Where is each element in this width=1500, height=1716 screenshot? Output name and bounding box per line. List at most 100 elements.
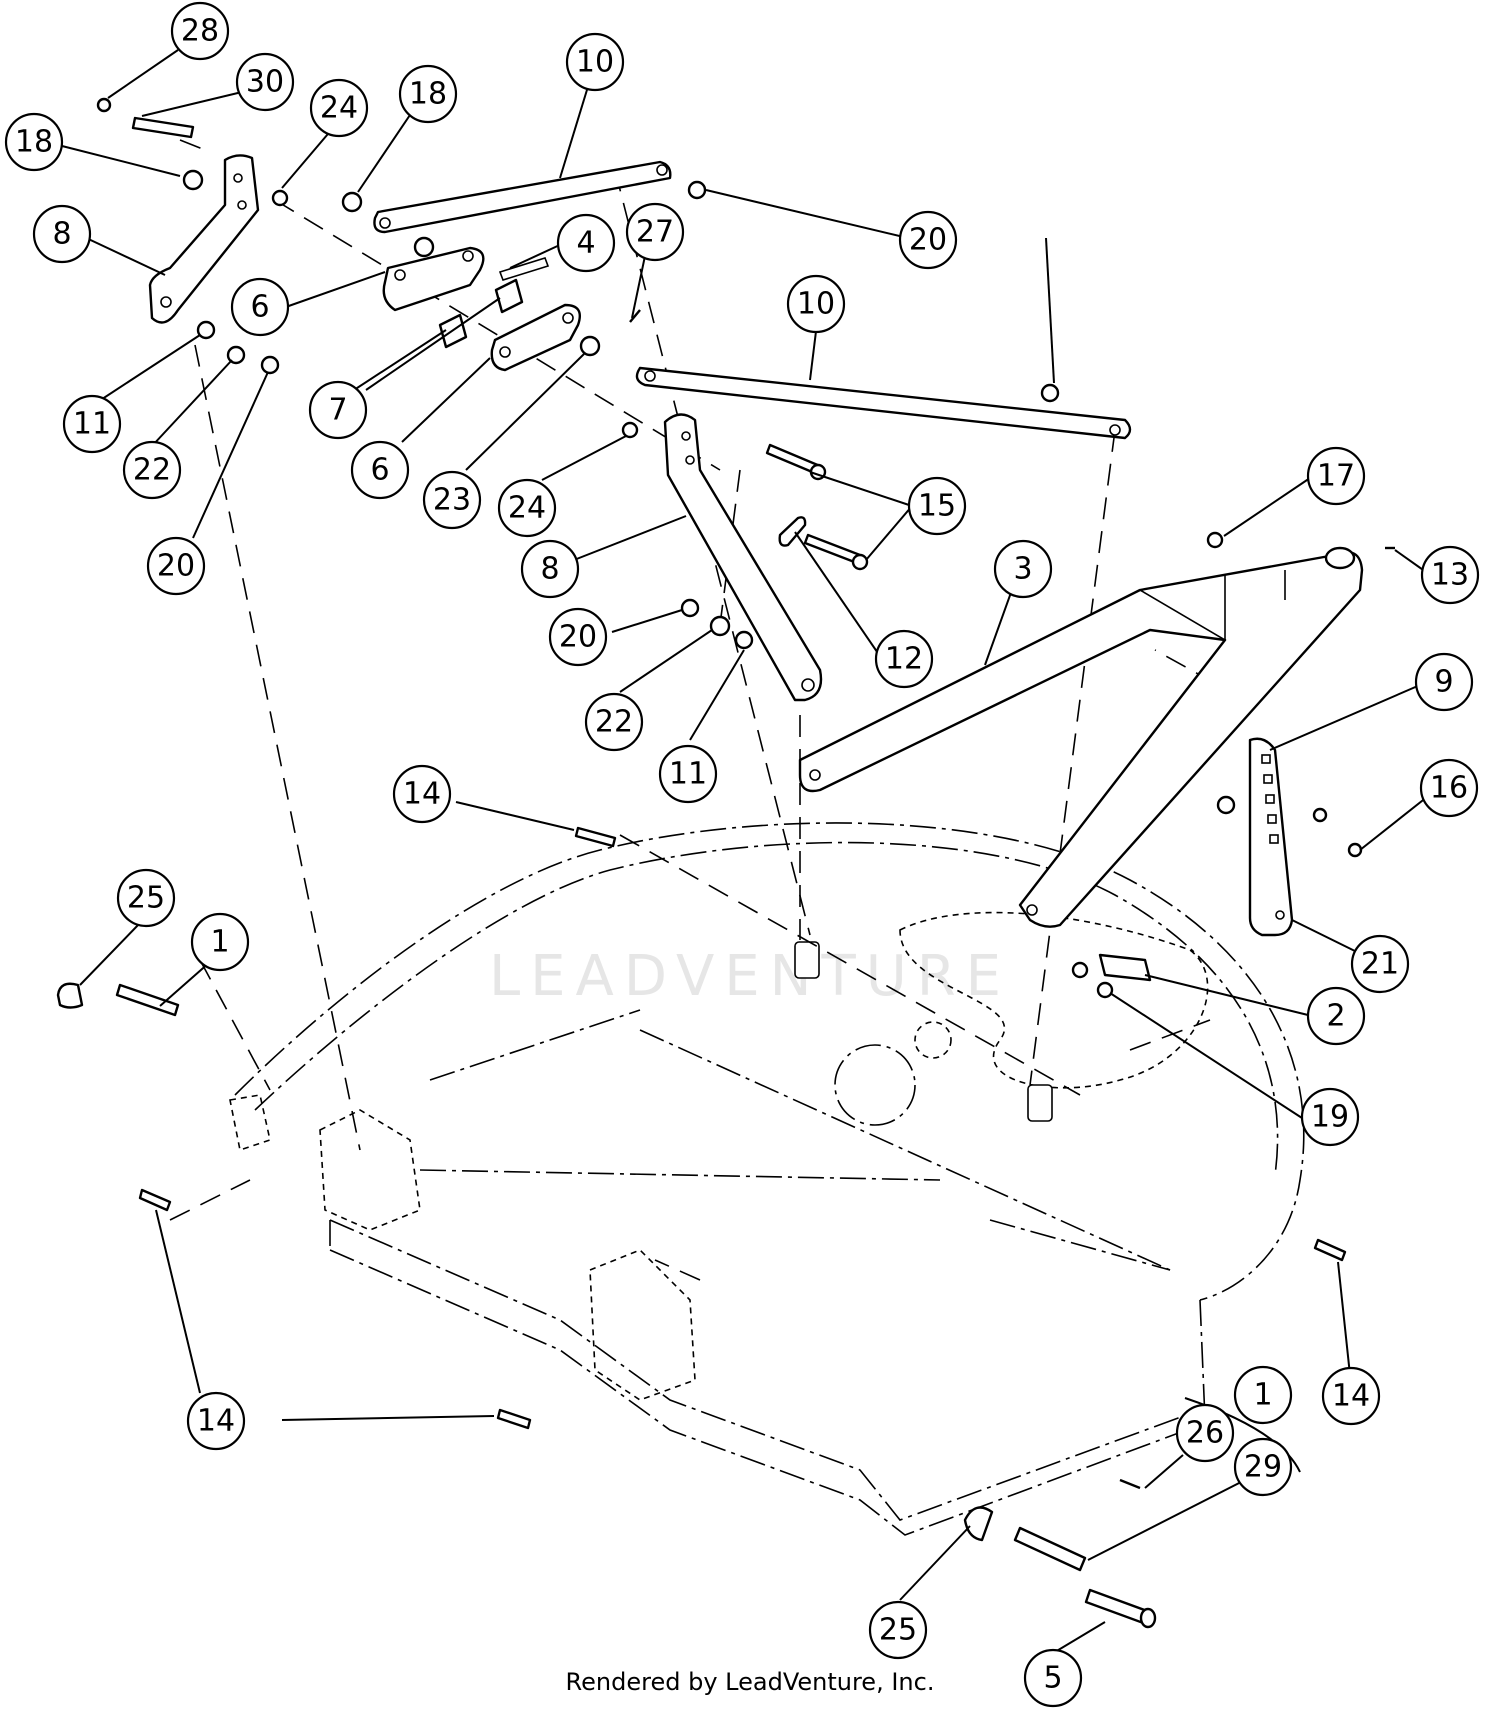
svg-text:27: 27: [636, 215, 674, 250]
part-plate-9: [1248, 737, 1294, 937]
part-nut-20-right: [1040, 383, 1060, 403]
callout-24: 24: [497, 478, 557, 538]
svg-text:22: 22: [133, 453, 171, 488]
callout-22: 22: [584, 692, 644, 752]
callout-6: 6: [350, 440, 410, 500]
svg-text:10: 10: [797, 287, 835, 322]
svg-text:25: 25: [879, 1613, 917, 1648]
svg-text:28: 28: [181, 14, 219, 49]
svg-text:5: 5: [1043, 1661, 1062, 1696]
part-washer-22-left: [226, 345, 246, 365]
part-washer-24-top: [271, 189, 289, 207]
svg-text:6: 6: [250, 290, 269, 325]
svg-text:14: 14: [197, 1404, 235, 1439]
part-link-10-upper: [373, 160, 672, 234]
part-washer-23: [579, 335, 601, 357]
part-spacer-11-left: [196, 320, 216, 340]
callout-13: 13: [1420, 545, 1480, 605]
svg-text:11: 11: [73, 407, 111, 442]
svg-text:8: 8: [52, 217, 71, 252]
svg-text:14: 14: [403, 777, 441, 812]
part-link-10-lower: [635, 366, 1132, 440]
callout-18: 18: [398, 64, 458, 124]
part-plate-6-lower: [490, 303, 582, 372]
part-nut-18-left: [182, 169, 204, 191]
part-pin-5: [1084, 1588, 1157, 1629]
callout-15: 15: [907, 476, 967, 536]
callout-3: 3: [993, 539, 1053, 599]
part-washer-22-center: [709, 615, 731, 637]
part-washer-24-mid: [621, 421, 639, 439]
svg-text:17: 17: [1317, 459, 1355, 494]
svg-text:11: 11: [669, 757, 707, 792]
svg-text:13: 13: [1431, 558, 1469, 593]
svg-text:23: 23: [433, 483, 471, 518]
svg-text:1: 1: [1253, 1378, 1272, 1413]
callout-6: 6: [230, 277, 290, 337]
part-bolt-16: [1312, 807, 1328, 823]
svg-text:14: 14: [1332, 1379, 1370, 1414]
part-bolt-14-left: [138, 1188, 172, 1212]
callout-8: 8: [520, 539, 580, 599]
part-bolt-15: [765, 443, 869, 571]
svg-text:8: 8: [540, 552, 559, 587]
callout-17: 17: [1306, 446, 1366, 506]
callout-16: 16: [1419, 758, 1479, 818]
callout-14: 14: [186, 1391, 246, 1451]
part-clip-25-right: [963, 1506, 994, 1542]
svg-text:20: 20: [157, 549, 195, 584]
part-link-12: [778, 516, 807, 547]
part-nut-20-center: [680, 598, 700, 618]
callout-20: 20: [898, 210, 958, 270]
svg-text:24: 24: [508, 491, 546, 526]
callout-7: 7: [308, 380, 368, 440]
callout-10: 10: [786, 274, 846, 334]
svg-text:1: 1: [210, 925, 229, 960]
callout-20: 20: [548, 607, 608, 667]
part-pin-4: [498, 257, 550, 281]
svg-text:6: 6: [370, 453, 389, 488]
part-cotter-26: [1119, 1478, 1141, 1490]
callout-11: 11: [62, 394, 122, 454]
part-pin-29: [1013, 1526, 1087, 1572]
callout-30: 30: [235, 52, 295, 112]
part-nut-20-left: [260, 355, 280, 375]
callout-12: 12: [874, 629, 934, 689]
svg-text:20: 20: [909, 223, 947, 258]
svg-text:16: 16: [1430, 771, 1468, 806]
callout-28: 28: [170, 1, 230, 61]
part-plate-6-upper: [382, 246, 485, 312]
callout-24: 24: [309, 78, 369, 138]
callout-5: 5: [1023, 1648, 1083, 1708]
part-hitch-frame-3: [798, 546, 1364, 928]
part-pin-30: [96, 97, 195, 139]
part-cotter-27: [629, 309, 641, 323]
svg-text:2: 2: [1326, 999, 1345, 1034]
part-bolt-14-top: [574, 826, 617, 848]
part-pin-1-left: [56, 982, 180, 1017]
callout-25: 25: [868, 1600, 928, 1660]
svg-text:18: 18: [15, 125, 53, 160]
part-nut-21: [1216, 795, 1236, 815]
watermark-text: LEADVENTURE: [489, 944, 1011, 1009]
callout-1: 1: [1233, 1365, 1293, 1425]
svg-text:7: 7: [328, 393, 347, 428]
callout-2: 2: [1306, 986, 1366, 1046]
svg-text:21: 21: [1361, 947, 1399, 982]
callout-11: 11: [658, 744, 718, 804]
part-spacer-11-center: [734, 630, 754, 650]
callout-27: 27: [625, 202, 685, 262]
leader-lines: [61, 49, 1433, 1653]
svg-text:4: 4: [576, 226, 595, 261]
part-washer: [413, 236, 435, 258]
callout-18: 18: [4, 112, 64, 172]
svg-text:29: 29: [1244, 1450, 1282, 1485]
svg-text:30: 30: [246, 65, 284, 100]
svg-text:12: 12: [885, 642, 923, 677]
callout-19: 19: [1300, 1087, 1360, 1147]
callout-22: 22: [122, 440, 182, 500]
svg-text:3: 3: [1013, 552, 1032, 587]
svg-text:24: 24: [320, 91, 358, 126]
part-plate-2: [1071, 953, 1152, 999]
svg-text:22: 22: [595, 705, 633, 740]
